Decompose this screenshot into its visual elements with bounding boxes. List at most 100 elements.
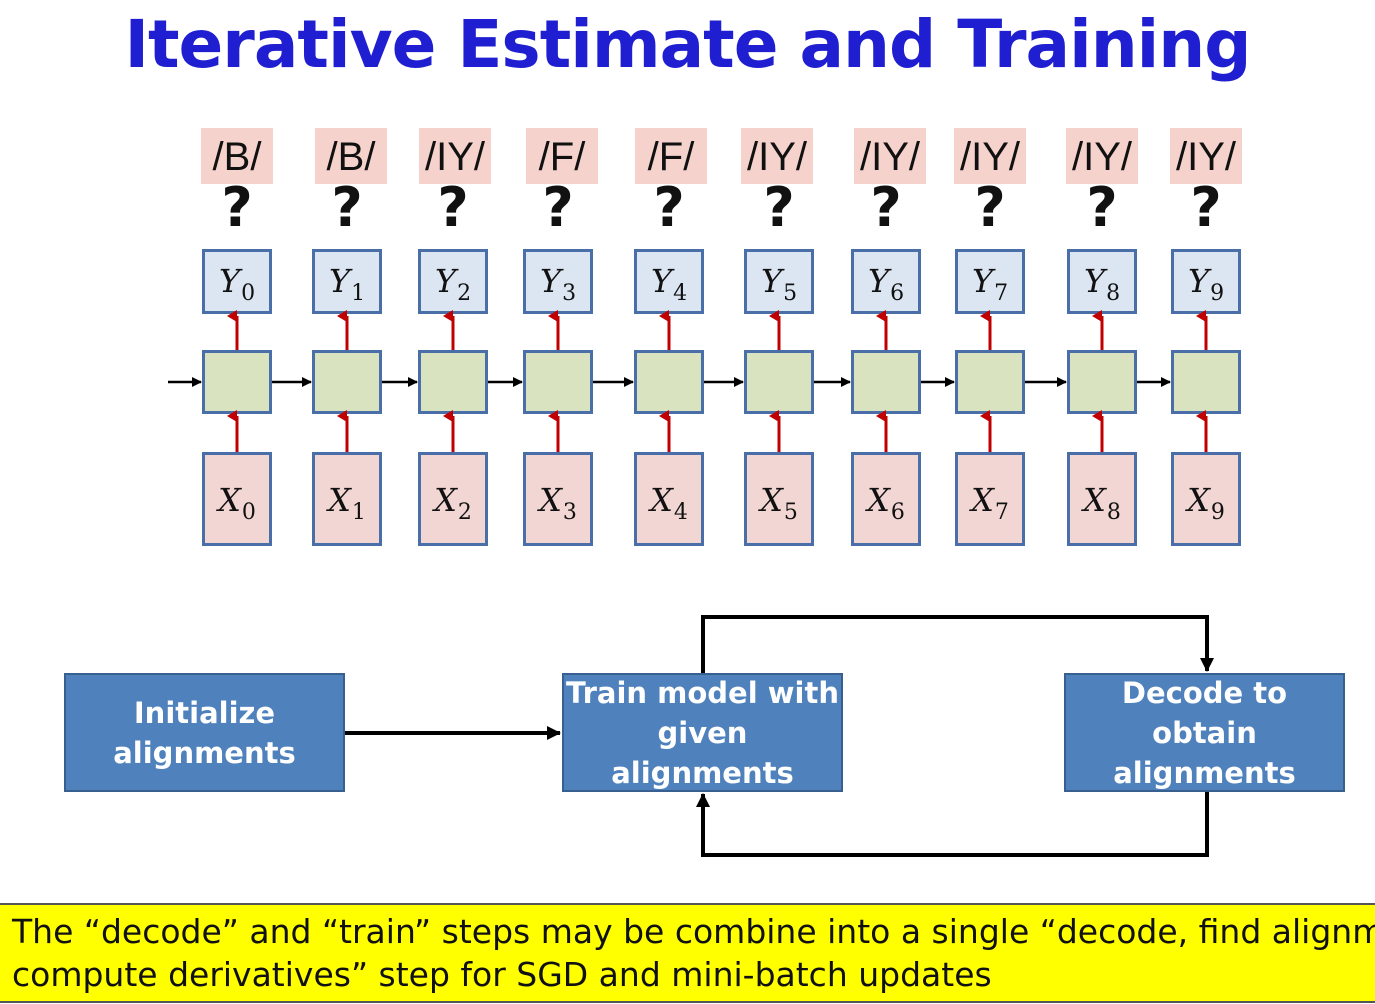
output-base: Y [650,262,673,300]
output-box: Y3 [523,249,593,314]
phoneme-label: /IY/ [424,135,486,179]
hidden-cell [744,350,814,414]
output-box: Y1 [312,249,382,314]
output-sub: 5 [783,281,798,306]
output-sub: 6 [890,281,905,306]
input-box: X6 [851,452,921,546]
input-label: X4 [637,481,701,525]
input-label: X0 [205,481,269,525]
initialize-alignments-block: Initialize alignments [64,673,345,792]
hidden-cell [851,350,921,414]
output-sub: 1 [351,281,366,306]
input-box: X2 [418,452,488,546]
input-box: X9 [1171,452,1241,546]
output-sub: 0 [241,281,256,306]
output-label: Y2 [421,262,485,306]
input-base: X [1187,481,1210,519]
input-box: X3 [523,452,593,546]
input-base: X [1083,481,1106,519]
output-base: Y [1187,262,1210,300]
input-label: X7 [958,481,1022,525]
output-sub: 3 [562,281,577,306]
output-base: Y [434,262,457,300]
phoneme-label: /F/ [647,135,695,179]
output-box: Y2 [418,249,488,314]
question-mark: ? [1086,176,1118,239]
input-sub: 0 [241,500,256,525]
input-base: X [760,481,783,519]
output-label: Y5 [747,262,811,306]
note-text: The “decode” and “train” steps may be co… [12,910,1375,996]
input-box: X5 [744,452,814,546]
input-label: X8 [1070,481,1134,525]
hidden-cell [418,350,488,414]
output-label: Y6 [854,262,918,306]
input-base: X [434,481,457,519]
input-base: X [328,481,351,519]
phoneme-label: /B/ [212,135,262,179]
phoneme-label: /B/ [326,135,376,179]
note-banner [0,903,1375,1003]
initialize-line-2: alignments [113,735,296,770]
output-base: Y [867,262,890,300]
question-mark: ? [974,176,1006,239]
output-label: Y9 [1174,262,1238,306]
question-mark: ? [653,176,685,239]
hidden-cell [1067,350,1137,414]
input-sub: 3 [562,500,577,525]
input-label: X5 [747,481,811,525]
phoneme-label: /IY/ [746,135,808,179]
question-mark: ? [870,176,902,239]
hidden-cell [634,350,704,414]
output-sub: 7 [994,281,1009,306]
output-label: Y3 [526,262,590,306]
input-base: X [218,481,241,519]
output-box: Y5 [744,249,814,314]
input-sub: 9 [1210,500,1225,525]
output-base: Y [971,262,994,300]
initialize-line-1: Initialize [133,695,276,730]
output-label: Y7 [958,262,1022,306]
input-sub: 1 [351,500,366,525]
decode-to-train-arrow [696,792,1209,857]
input-sub: 4 [673,500,688,525]
hidden-cell [202,350,272,414]
phoneme-label: /IY/ [1071,135,1133,179]
output-base: Y [328,262,351,300]
train-line-1: Train model with [566,675,839,710]
phoneme-label: /IY/ [959,135,1021,179]
input-box: X0 [202,452,272,546]
output-sub: 2 [457,281,472,306]
hidden-cell [523,350,593,414]
phoneme-label: /IY/ [859,135,921,179]
input-sub: 7 [994,500,1009,525]
input-base: X [971,481,994,519]
question-mark: ? [542,176,574,239]
decode-line-2: alignments [1113,755,1296,790]
output-sub: 9 [1210,281,1225,306]
input-base: X [650,481,673,519]
output-label: Y4 [637,262,701,306]
output-box: Y4 [634,249,704,314]
output-box: Y9 [1171,249,1241,314]
question-mark: ? [763,176,795,239]
output-box: Y8 [1067,249,1137,314]
decode-line-1: Decode to obtain [1121,675,1288,750]
train-to-decode-arrow [701,615,1214,673]
hidden-cell [312,350,382,414]
phoneme-label: /F/ [538,135,586,179]
input-label: X6 [854,481,918,525]
output-label: Y8 [1070,262,1134,306]
input-sub: 8 [1106,500,1121,525]
output-base: Y [1083,262,1106,300]
output-label: Y1 [315,262,379,306]
question-mark: ? [331,176,363,239]
input-sub: 2 [457,500,472,525]
note-line-2: compute derivatives” step for SGD and mi… [12,955,992,994]
input-box: X8 [1067,452,1137,546]
input-label: X3 [526,481,590,525]
output-box: Y6 [851,249,921,314]
question-mark: ? [1190,176,1222,239]
